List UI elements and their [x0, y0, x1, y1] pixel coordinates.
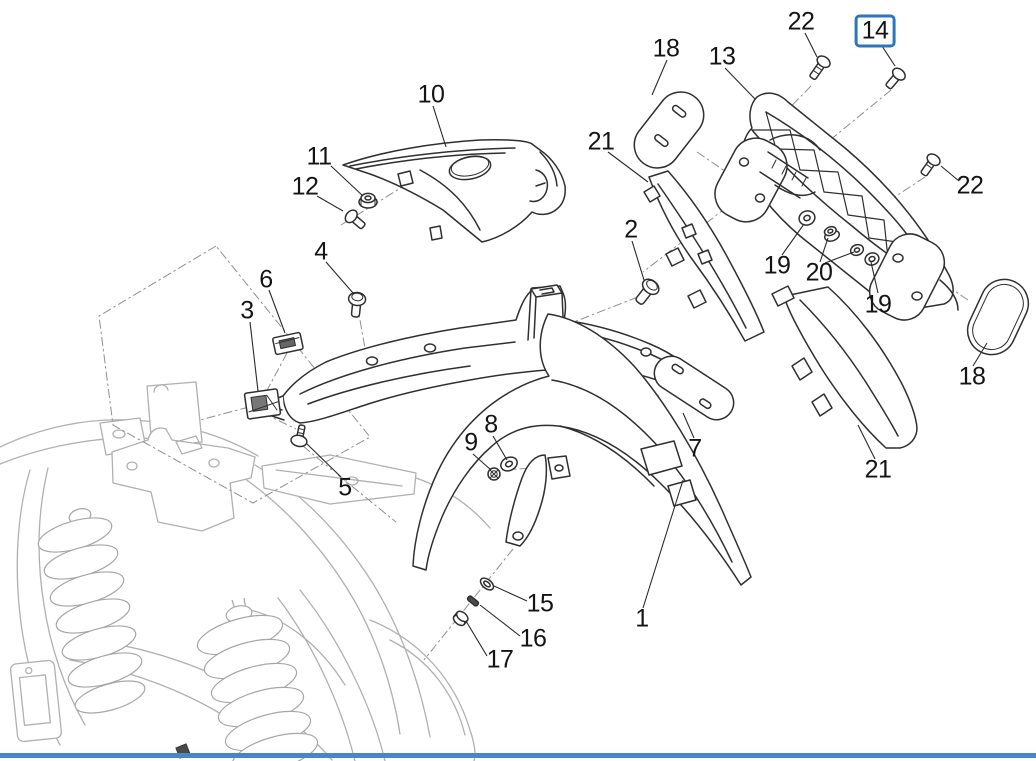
- fastener-screw-9-art: [487, 467, 501, 481]
- part-callout-22-top[interactable]: 22: [787, 7, 815, 36]
- fastener-washer-20-art: [849, 243, 865, 257]
- part-callout-7[interactable]: 7: [688, 434, 702, 463]
- part-21-upper-bracket-art: [643, 170, 765, 342]
- clip-3-art: [243, 388, 282, 420]
- leader-lines: [249, 32, 988, 657]
- part-callout-11[interactable]: 11: [306, 142, 332, 171]
- carrier-bracket-art: [265, 284, 703, 547]
- part-callout-10[interactable]: 10: [417, 80, 445, 109]
- fastener-washer-19-right-art: [864, 252, 880, 266]
- part-13-plate-holder-art: [714, 92, 959, 321]
- part-16-art: [466, 595, 480, 607]
- fastener-screw-22-right-art: [920, 153, 941, 177]
- part-callout-16[interactable]: 16: [519, 624, 547, 653]
- part-1-fender-art: [412, 313, 752, 586]
- part-callout-22-right[interactable]: 22: [956, 171, 984, 200]
- part-callout-9[interactable]: 9: [464, 428, 478, 457]
- fastener-screw-12-art: [344, 209, 366, 230]
- part-callout-6[interactable]: 6: [259, 265, 273, 294]
- clip-6-art: [272, 331, 304, 356]
- part-callout-5[interactable]: 5: [338, 473, 352, 502]
- window-bottom-border: [0, 753, 1036, 758]
- part-21-lower-bracket-art: [771, 285, 918, 449]
- part-callout-8[interactable]: 8: [484, 410, 498, 439]
- part-callout-19-right[interactable]: 19: [864, 290, 892, 319]
- part-10-cover-art: [342, 139, 566, 243]
- part-callout-21-lower[interactable]: 21: [864, 455, 892, 484]
- fastener-nut-20-art: [823, 225, 841, 242]
- fastener-screw-5-art: [290, 424, 308, 448]
- part-callout-18-right[interactable]: 18: [958, 362, 986, 391]
- fastener-screw-2-art: [635, 278, 660, 305]
- frame-background-art: [0, 381, 491, 761]
- part-callout-13[interactable]: 13: [708, 42, 736, 71]
- part-callout-2[interactable]: 2: [624, 215, 638, 244]
- fastener-screw-14-art: [885, 67, 906, 90]
- part-callout-1[interactable]: 1: [635, 604, 649, 633]
- part-callout-12[interactable]: 12: [291, 172, 319, 201]
- part-callout-18-top[interactable]: 18: [652, 34, 680, 63]
- part-callout-15[interactable]: 15: [526, 589, 554, 618]
- part-callout-21-upper[interactable]: 21: [587, 127, 615, 156]
- part-callout-4[interactable]: 4: [314, 237, 328, 266]
- fastener-nut-11-art: [358, 192, 378, 209]
- part-15-art: [479, 577, 495, 591]
- part-callout-14[interactable]: 14: [854, 14, 896, 48]
- part-callout-3[interactable]: 3: [240, 296, 254, 325]
- part-callout-19-left[interactable]: 19: [763, 251, 791, 280]
- part-callout-20[interactable]: 20: [805, 258, 833, 287]
- part-7-pad-art: [653, 355, 735, 421]
- fastener-washer-19-left-art: [798, 210, 816, 226]
- fastener-screw-22-top-art: [809, 55, 831, 81]
- part-callout-17[interactable]: 17: [486, 645, 514, 674]
- part-17-art: [452, 610, 469, 627]
- fastener-screw-4-art: [347, 291, 367, 318]
- part-18-pad-top-art: [633, 91, 705, 169]
